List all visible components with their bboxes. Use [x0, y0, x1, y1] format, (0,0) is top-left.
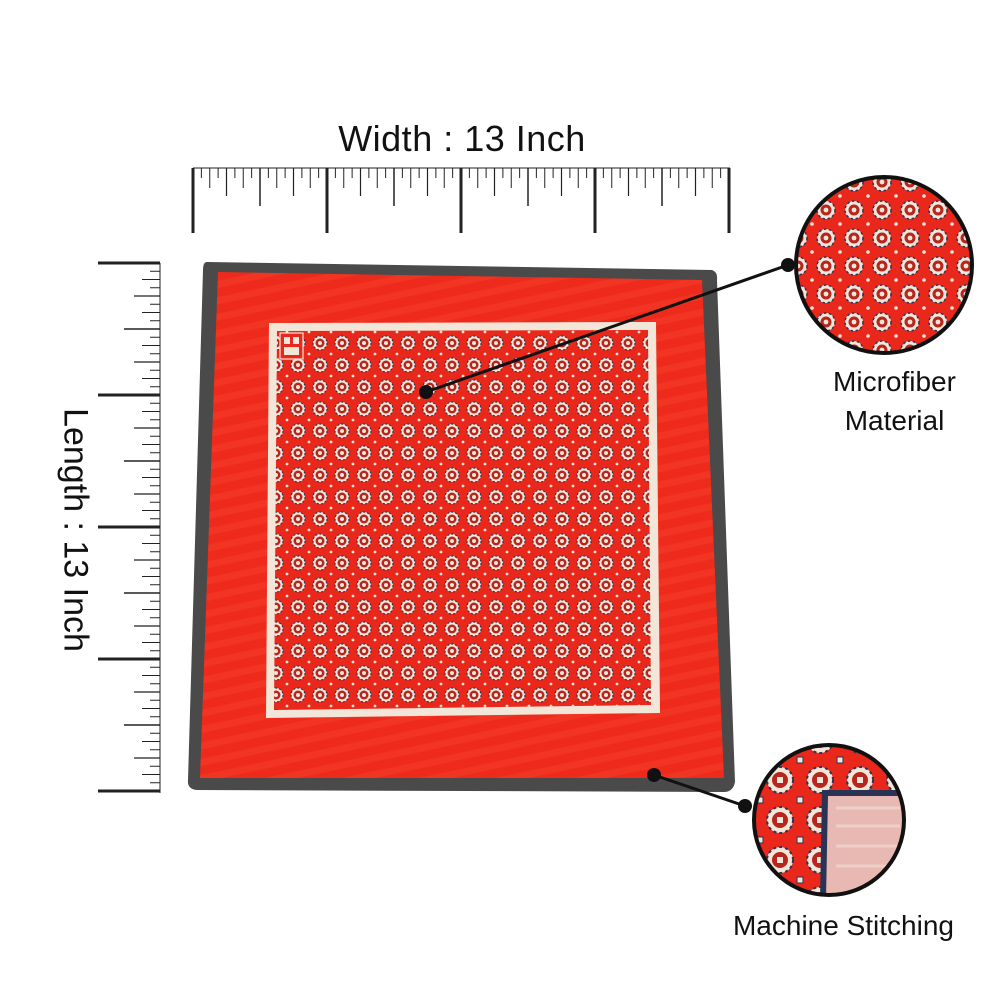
microfiber-anchor-dot	[781, 258, 795, 272]
stitching-callout-label: Machine Stitching	[732, 910, 954, 941]
microfiber-label-line2: Material	[844, 405, 945, 437]
microfiber-label-line1: Microfiber	[833, 366, 956, 397]
microfiber-zoom-image	[796, 177, 972, 353]
brand-tag-icon	[279, 332, 304, 360]
microfiber-pointer-dot	[419, 385, 433, 399]
width-label: Width : 13 Inch	[338, 118, 586, 159]
length-ruler	[98, 261, 161, 793]
microfiber-callout	[419, 175, 974, 399]
stitching-anchor-dot	[738, 799, 752, 813]
width-ruler-ticks	[191, 168, 731, 233]
microfiber-zoom-ring	[794, 175, 974, 355]
microfiber-callout-label: Microfiber Material	[812, 362, 977, 440]
stitching-zoom-ring	[752, 743, 906, 897]
medallion-print	[274, 330, 651, 710]
width-ruler	[191, 167, 731, 233]
microfiber-pointer-line	[425, 263, 789, 394]
stitching-pointer-dot	[647, 768, 661, 782]
stitching-pointer-line	[653, 773, 746, 808]
pocket-square	[187, 262, 736, 792]
length-ruler-ticks	[98, 261, 160, 793]
